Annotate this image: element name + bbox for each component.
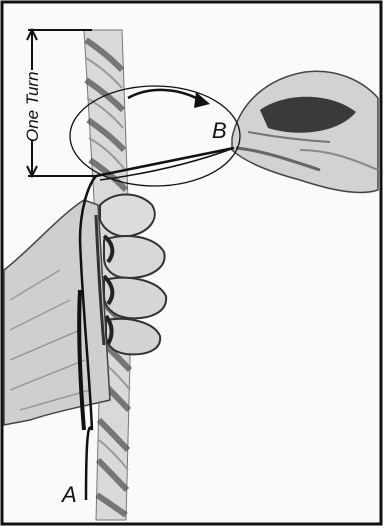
one-turn-label: One Turn xyxy=(23,71,42,142)
point-b-label: B xyxy=(212,118,227,143)
point-a-label: A xyxy=(60,482,77,507)
right-hand xyxy=(232,71,378,192)
